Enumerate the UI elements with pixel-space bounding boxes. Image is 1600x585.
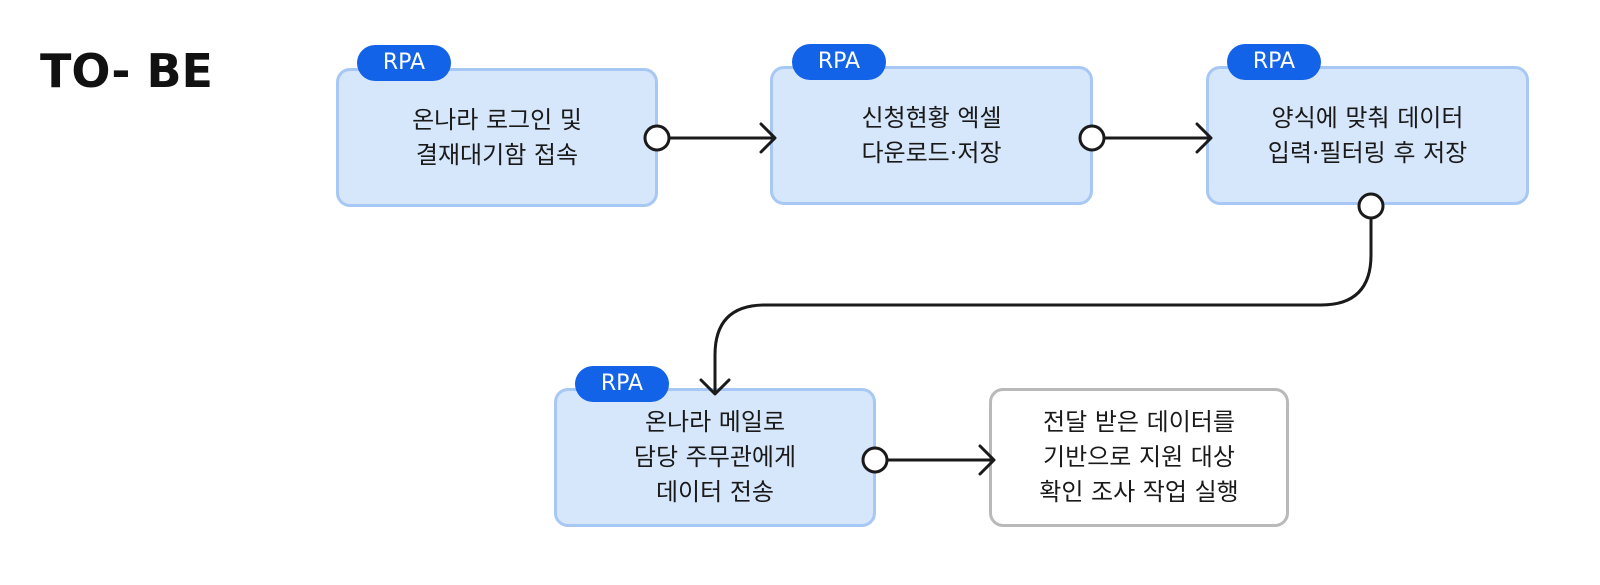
connector-start-node [861, 446, 889, 474]
connector-start-node [1078, 124, 1106, 152]
arrow-line [713, 217, 1373, 394]
step-box-mail-send: 온나라 메일로 담당 주무관에게 데이터 전송 [554, 388, 876, 527]
connector-start-node [643, 124, 671, 152]
step-box-login: 온나라 로그인 및 결재대기함 접속 [336, 68, 658, 207]
rpa-badge: RPA [792, 44, 886, 80]
step-text-survey: 전달 받은 데이터를 기반으로 지원 대상 확인 조사 작업 실행 [1039, 408, 1239, 506]
step-text-input-filter: 양식에 맞춰 데이터 입력·필터링 후 저장 [1267, 103, 1468, 167]
rpa-badge: RPA [357, 45, 451, 81]
step-box-input-filter: 양식에 맞춰 데이터 입력·필터링 후 저장 [1206, 66, 1529, 205]
arrow-head [699, 378, 731, 396]
step-box-survey: 전달 받은 데이터를 기반으로 지원 대상 확인 조사 작업 실행 [989, 388, 1289, 527]
page-title: TO- BE [40, 44, 213, 98]
step-text-mail-send: 온나라 메일로 담당 주무관에게 데이터 전송 [633, 408, 797, 506]
step-text-download: 신청현황 엑셀 다운로드·저장 [861, 103, 1002, 167]
rpa-badge: RPA [1227, 44, 1321, 80]
step-box-download: 신청현황 엑셀 다운로드·저장 [770, 66, 1093, 205]
arrow-head [978, 444, 996, 476]
connector-start-node [1357, 192, 1385, 220]
rpa-badge: RPA [575, 366, 669, 402]
arrow-head [759, 122, 777, 154]
arrow-head [1195, 122, 1213, 154]
step-text-login: 온나라 로그인 및 결재대기함 접속 [412, 105, 582, 169]
